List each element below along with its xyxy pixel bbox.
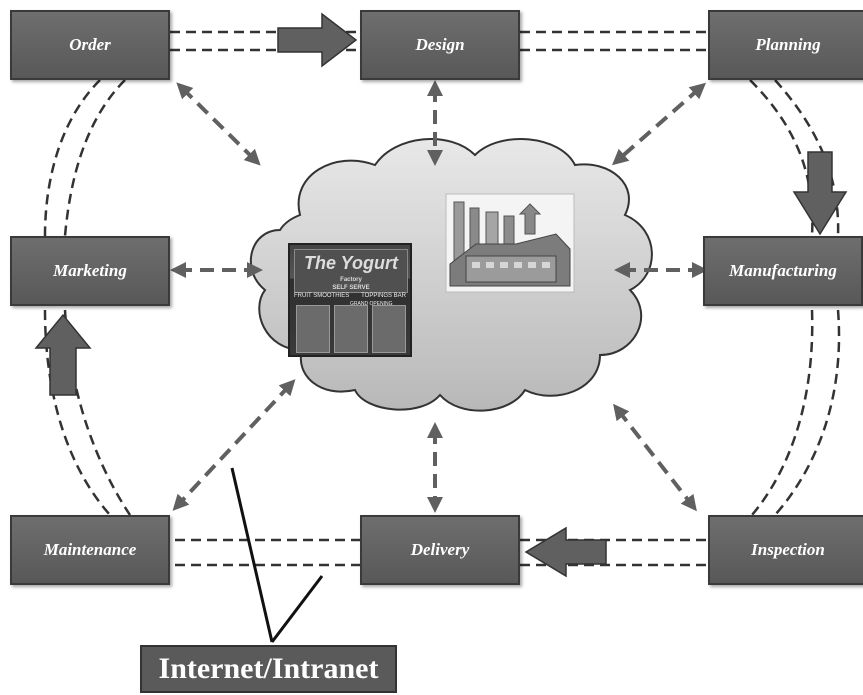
network-label: Internet/Intranet [140,645,397,693]
arrow-order-to-design [277,12,358,68]
factory-illustration [445,193,575,293]
node-order: Order [10,10,170,80]
cloud-connectors [170,80,708,513]
node-planning: Planning [708,10,863,80]
node-delivery: Delivery [360,515,520,585]
store-sign-brand: The Yogurt [304,253,398,273]
node-maintenance: Maintenance [10,515,170,585]
store-sign-script: Factory [340,277,362,283]
store-window [334,305,368,353]
arrow-maintenance-to-marketing [34,313,92,396]
node-inspection: Inspection [708,515,863,585]
store-sign-line1: SELF SERVE [332,285,370,291]
store-sign-line2: FRUIT SMOOTHIES [294,293,350,299]
arrow-inspection-to-delivery [524,526,607,578]
node-manufacturing: Manufacturing [703,236,863,306]
yogurt-store-photo: The Yogurt Factory SELF SERVE FRUIT SMOO… [288,243,412,357]
node-design: Design [360,10,520,80]
store-window [372,305,406,353]
store-sign: The Yogurt Factory SELF SERVE [294,249,408,293]
node-marketing: Marketing [10,236,170,306]
store-sign-line3: TOPPINGS BAR [361,293,406,299]
arrow-planning-to-manufacturing [792,151,848,236]
network-pointer-lines [230,467,324,643]
flow-arrows [34,12,848,578]
store-window [296,305,330,353]
store-sign-line4: GRAND OPENING [350,301,393,307]
